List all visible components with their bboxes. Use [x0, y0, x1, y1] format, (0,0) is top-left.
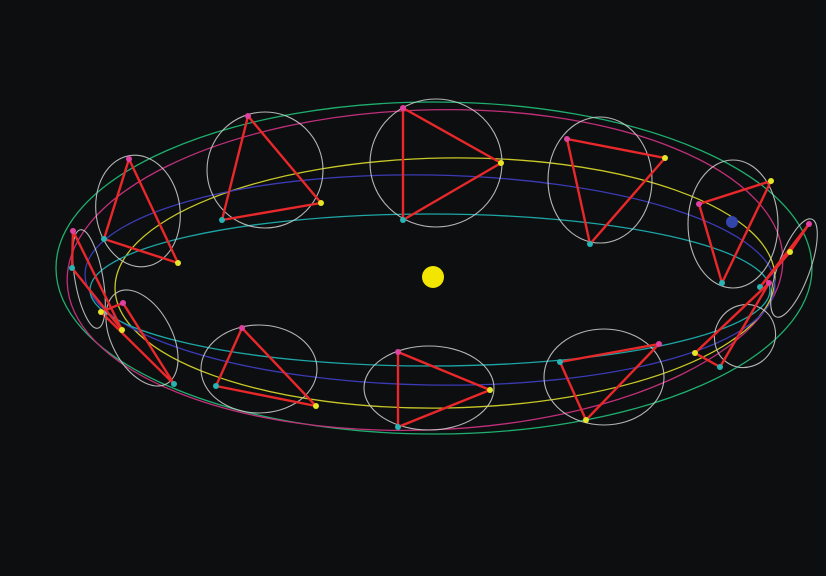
triangle-vertex	[70, 228, 76, 234]
ring-frame-7	[692, 280, 777, 370]
triangle-vertex	[119, 327, 125, 333]
triangle-vertex	[557, 359, 563, 365]
triangle-vertex	[696, 201, 702, 207]
frame-triangle	[758, 222, 811, 289]
triangle-vertex	[787, 249, 793, 255]
frame-circle	[72, 229, 106, 329]
triangle-vertex	[768, 178, 774, 184]
frame-triangle	[70, 229, 124, 332]
triangle-vertex	[806, 221, 812, 227]
ring-frame-8	[543, 328, 665, 426]
frame-triangle	[401, 106, 503, 222]
frame-circle	[200, 324, 318, 414]
triangle-vertex	[101, 236, 107, 242]
ring-frame-6	[757, 218, 818, 318]
triangle-vertex	[98, 309, 104, 315]
triangle-vertex	[583, 417, 589, 423]
ring-frame-1	[95, 154, 181, 268]
triangle-vertex	[587, 241, 593, 247]
frame-circle	[713, 303, 777, 369]
frame-triangle	[697, 179, 773, 285]
ring-frame-4	[547, 116, 668, 247]
triangle-vertex	[313, 403, 319, 409]
triangle-vertex	[719, 280, 725, 286]
frame-triangle	[102, 157, 180, 265]
frame-circle	[206, 111, 324, 229]
frame-triangle	[220, 114, 323, 222]
ring-frame-3	[369, 98, 504, 228]
triangle-vertex	[656, 341, 662, 347]
triangle-vertex	[498, 160, 504, 166]
triangle-vertex	[400, 217, 406, 223]
triangle-vertex	[395, 349, 401, 355]
triangle-vertex	[395, 424, 401, 430]
frame-triangle	[214, 326, 318, 408]
frame-triangle	[558, 342, 661, 422]
triangle-vertex	[239, 325, 245, 331]
frame-circle	[105, 289, 179, 387]
orbit-blue-ellipse	[84, 174, 776, 386]
ring-frame-2	[206, 111, 324, 229]
frame-triangle	[565, 137, 667, 246]
triangle-vertex	[662, 155, 668, 161]
triangle-vertex	[69, 265, 75, 271]
orbit-green-ellipse	[55, 101, 813, 435]
triangle-vertex	[213, 383, 219, 389]
frame-circle	[95, 154, 181, 268]
ring-frame-9	[363, 345, 495, 431]
frame-circle	[687, 159, 779, 289]
triangle-vertex	[126, 156, 132, 162]
sun-dot-icon	[422, 266, 444, 288]
triangle-vertex	[692, 350, 698, 356]
triangle-vertex	[171, 381, 177, 387]
triangle-vertex	[564, 136, 570, 142]
triangle-vertex	[175, 260, 181, 266]
triangle-vertex	[766, 280, 772, 286]
ring-frame-12	[69, 228, 125, 333]
triangle-vertex	[120, 300, 126, 306]
triangle-vertex	[400, 105, 406, 111]
triangle-vertex	[487, 387, 493, 393]
triangle-vertex	[219, 217, 225, 223]
frame-triangle	[396, 350, 492, 429]
frame-circle	[363, 345, 495, 431]
frame-circle	[547, 116, 653, 244]
frame-triangle	[693, 281, 771, 369]
ring-frame-10	[200, 324, 319, 414]
frame-circle	[543, 328, 665, 426]
triangle-vertex	[245, 113, 251, 119]
ring-frames	[69, 98, 818, 431]
ring-frame-5	[687, 159, 779, 289]
planet-dot-icon	[726, 216, 738, 228]
triangle-vertex	[717, 364, 723, 370]
triangle-vertex	[318, 200, 324, 206]
